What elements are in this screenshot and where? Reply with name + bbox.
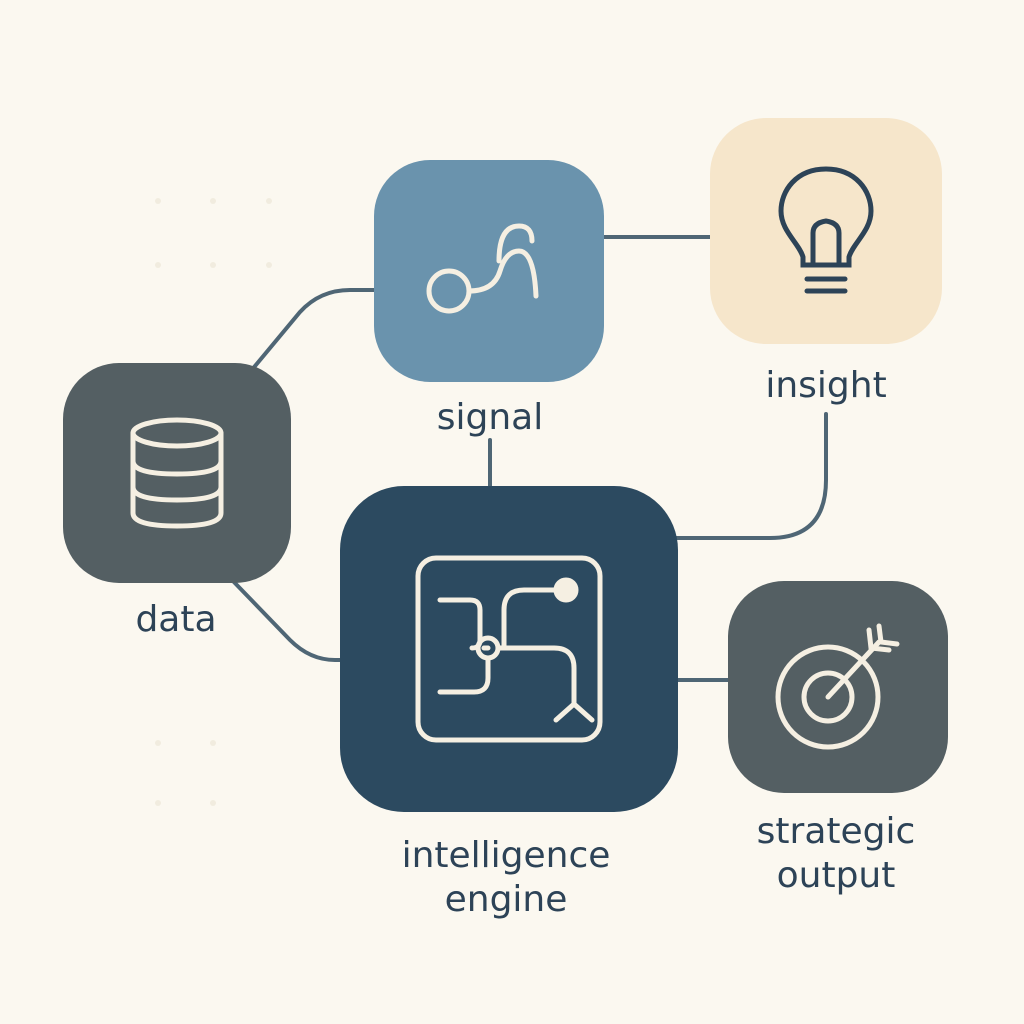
node-data-label: data [135,599,217,640]
edge-data-signal [248,288,378,374]
node-insight[interactable] [710,118,942,344]
circuit-icon [414,554,604,744]
target-arrow-icon [773,622,903,752]
database-icon [127,413,227,533]
node-insight-label: insight [765,365,887,406]
node-signal[interactable] [374,160,604,382]
signal-curve-icon [424,216,554,326]
node-engine-label: intelligence engine [402,834,611,922]
node-output[interactable] [728,581,948,793]
edge-insight-engine [672,412,828,540]
node-data[interactable] [63,363,291,583]
node-output-label: strategic output [757,810,916,898]
node-engine-label-line1: intelligence [401,835,611,876]
node-output-label-line2: output [776,855,896,896]
node-signal-label: signal [436,397,544,438]
edge-data-engine [230,578,344,662]
node-output-label-line1: strategic [756,811,916,852]
lightbulb-icon [771,161,881,301]
node-engine-label-line2: engine [444,879,568,920]
node-engine[interactable] [340,486,678,812]
